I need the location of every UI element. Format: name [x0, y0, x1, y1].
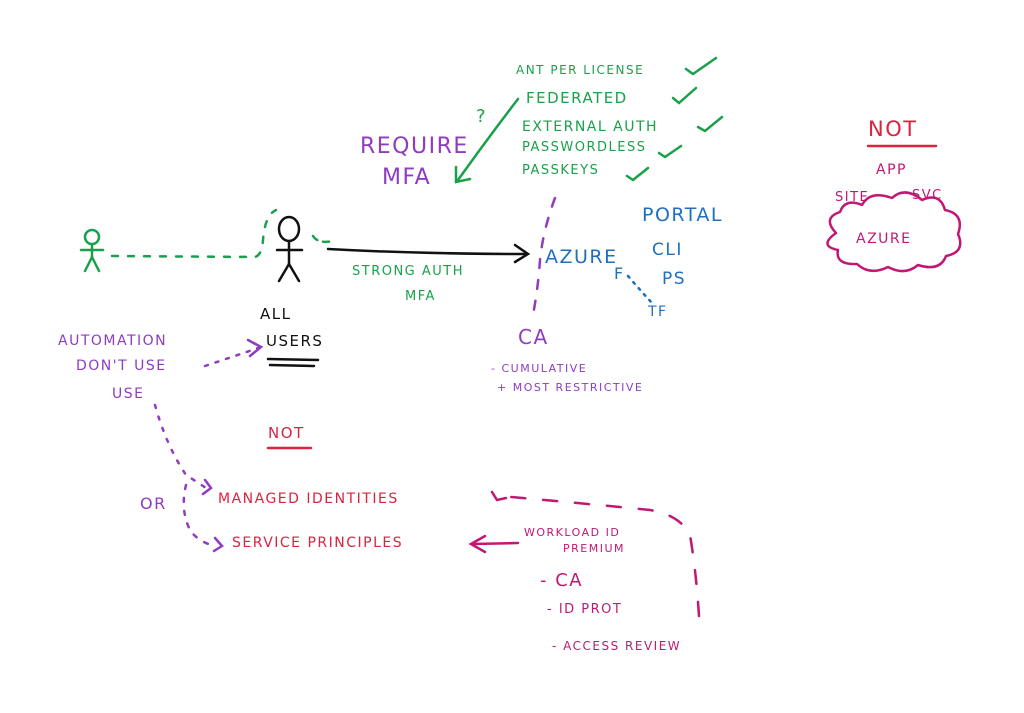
check-mark-icon — [696, 115, 724, 133]
dont-use-label: DON'T USE — [76, 358, 167, 374]
ca-label: CA — [518, 325, 549, 349]
check-mark-icon — [657, 144, 683, 159]
cloud-shape — [826, 191, 962, 273]
auth-method-passkeys: PASSKEYS — [522, 163, 600, 178]
service-principles-label: SERVICE PRINCIPLES — [232, 535, 404, 551]
mfa-label: MFA — [382, 165, 432, 190]
user-stick-figure-icon — [275, 215, 304, 283]
workload-to-managed-dashed-line — [490, 490, 701, 618]
automation-label: AUTOMATION — [58, 333, 168, 349]
all-label: ALL — [260, 305, 292, 323]
users-label: USERS — [266, 332, 324, 350]
auth-method-passwordless: PASSWORDLESS — [522, 140, 647, 155]
check-mark-icon — [625, 166, 650, 182]
use-label: USE — [112, 386, 145, 402]
tf-label: TF — [648, 304, 668, 320]
users-underline — [266, 357, 320, 368]
portal-label: PORTAL — [642, 204, 723, 226]
auth-method-ant-per-license: ANT PER LICENSE — [516, 63, 645, 77]
guest-link-dashed-line — [110, 208, 278, 259]
auth-method-external-auth: EXTERNAL AUTH — [522, 119, 659, 135]
strong-auth-label: STRONG AUTH — [352, 264, 465, 279]
ca-note-cumulative: - CUMULATIVE — [491, 362, 588, 375]
f-to-tf-dotted-line — [626, 274, 654, 305]
workload-feature-ca: - CA — [540, 570, 584, 591]
question-mark: ? — [476, 106, 488, 127]
app-label: APP — [876, 162, 907, 178]
not-right-label: NOT — [868, 117, 918, 141]
workload-id-label: WORKLOAD ID — [524, 526, 621, 539]
ca-boundary-dashed-line — [530, 196, 557, 322]
svc-label: SVC — [912, 188, 943, 203]
strong-auth-mfa-label: MFA — [405, 289, 436, 304]
auth-to-mfa-arrow — [454, 97, 520, 184]
site-label: SITE — [835, 190, 870, 205]
guest-stick-figure-icon — [79, 228, 105, 273]
workload-to-service-arrow — [468, 534, 520, 554]
check-mark-icon — [671, 86, 698, 105]
automation-to-users-arrow — [203, 338, 264, 368]
check-mark-icon — [684, 56, 718, 76]
cli-label: CLI — [652, 240, 683, 260]
check-mark-icons — [625, 56, 724, 182]
ps-label: PS — [662, 269, 687, 289]
auth-method-federated: FEDERATED — [526, 89, 628, 107]
workload-feature-id-prot: - ID PROT — [547, 602, 623, 617]
user-bracket-dashed-line — [311, 234, 335, 244]
use-to-identities-dotted-line — [153, 403, 224, 553]
users-to-azure-arrow — [326, 243, 531, 264]
cloud-azure-label: AZURE — [856, 231, 912, 247]
ca-note-most-restrictive: + MOST RESTRICTIVE — [497, 381, 644, 394]
f-label: F — [614, 264, 625, 283]
workload-feature-access-review: - ACCESS REVIEW — [552, 639, 682, 653]
or-label: OR — [140, 494, 167, 513]
azure-label: AZURE — [545, 246, 618, 268]
premium-label: PREMIUM — [563, 542, 626, 555]
managed-identities-label: MANAGED IDENTITIES — [218, 491, 399, 507]
require-label: REQUIRE — [360, 134, 469, 159]
not-center-label: NOT — [268, 424, 305, 442]
